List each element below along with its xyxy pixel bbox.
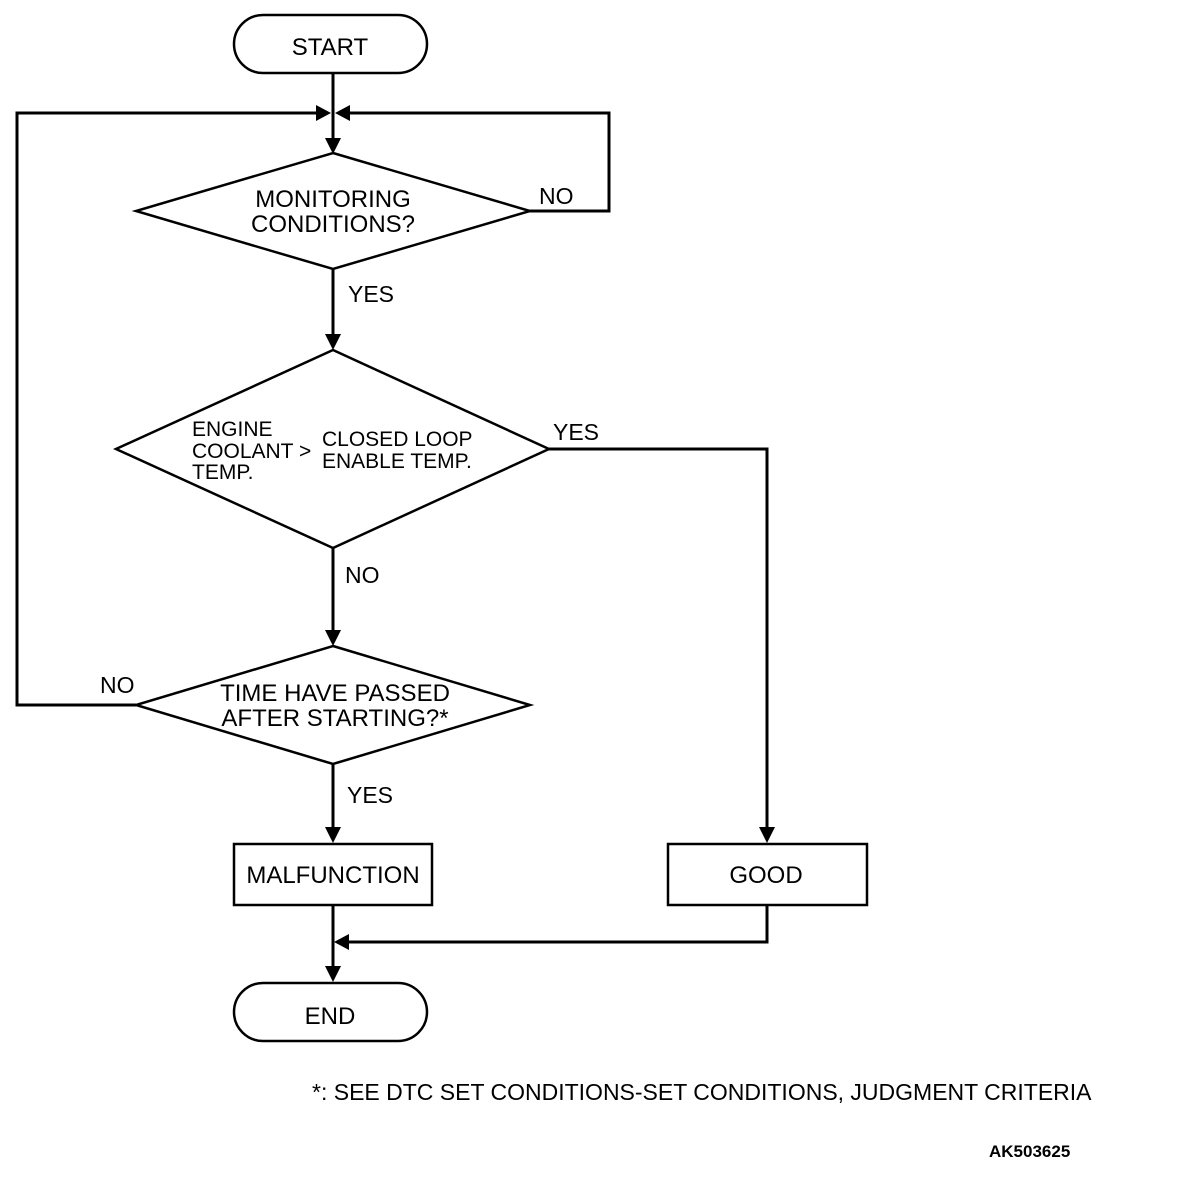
good-label: GOOD xyxy=(729,862,802,889)
time-yes-label: YES xyxy=(347,782,393,808)
connector-monitoring-no-loop xyxy=(348,111,611,213)
coolant-right-line1: CLOSED LOOP xyxy=(322,428,473,451)
coolant-left-line2: COOLANT > xyxy=(192,440,311,463)
end-terminal xyxy=(232,981,429,1043)
malfunction-label: MALFUNCTION xyxy=(246,862,419,889)
coolant-left-line3: TEMP. xyxy=(192,461,253,484)
arrowhead-into-monitoring xyxy=(325,138,341,154)
time-line2: AFTER STARTING?* xyxy=(221,705,448,732)
connector-coolant-yes xyxy=(549,447,769,830)
coolant-right-line2: ENABLE TEMP. xyxy=(322,450,472,473)
figure-code: AK503625 xyxy=(989,1142,1070,1161)
monitoring-line2: CONDITIONS? xyxy=(251,211,415,238)
arrowhead-into-good xyxy=(759,827,775,843)
arrowhead-good-merge xyxy=(334,934,349,950)
coolant-left-line1: ENGINE xyxy=(192,418,273,441)
time-no-label: NO xyxy=(100,672,135,698)
arrowhead-into-end xyxy=(325,966,341,982)
connector-time-no-loop xyxy=(15,111,318,707)
arrowhead-left-merge xyxy=(316,105,331,121)
arrowhead-right-merge xyxy=(335,105,350,121)
time-line1: TIME HAVE PASSED xyxy=(220,680,450,707)
monitoring-no-label: NO xyxy=(539,183,574,209)
arrowhead-into-coolant xyxy=(325,334,341,350)
arrowhead-into-time xyxy=(325,630,341,646)
start-terminal xyxy=(232,13,429,75)
coolant-yes-label: YES xyxy=(553,419,599,445)
start-label: START xyxy=(292,34,369,61)
connector-good-to-end xyxy=(346,905,769,944)
end-label: END xyxy=(305,1003,356,1030)
coolant-no-label: NO xyxy=(345,562,380,588)
footnote: *: SEE DTC SET CONDITIONS-SET CONDITIONS… xyxy=(312,1079,1092,1105)
monitoring-yes-label: YES xyxy=(348,281,394,307)
malfunction-box xyxy=(232,842,434,907)
arrowhead-into-malfunction xyxy=(325,827,341,843)
monitoring-line1: MONITORING xyxy=(255,186,411,213)
